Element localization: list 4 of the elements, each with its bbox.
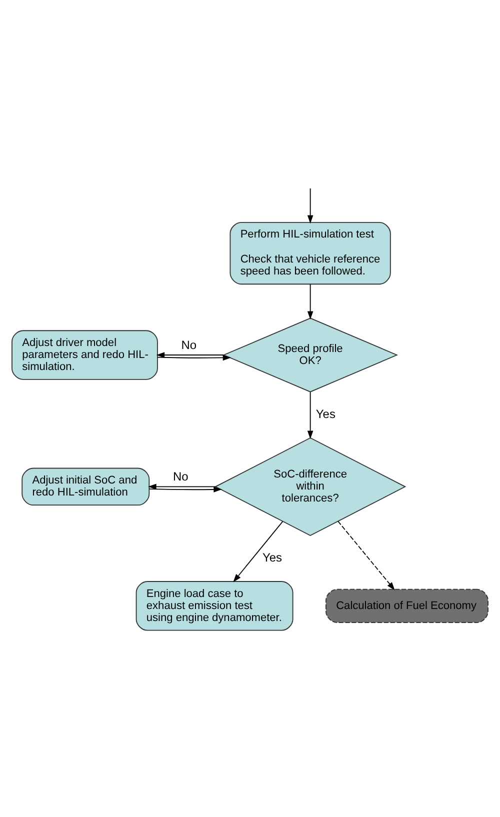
edge-label: Yes [316,406,336,420]
edge-label: No [172,469,188,484]
edge-label: No [181,337,197,352]
edge-label: Yes [262,550,282,564]
